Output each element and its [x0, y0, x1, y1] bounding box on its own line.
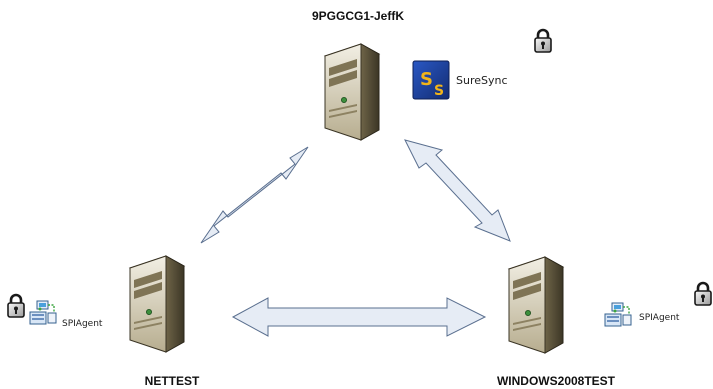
padlock-icon	[693, 281, 713, 307]
agent-label-left: SPIAgent	[62, 319, 103, 329]
server-name-right: WINDOWS2008TEST	[497, 374, 616, 388]
server-tower-icon	[129, 255, 185, 353]
agent-label-right: SPIAgent	[639, 313, 680, 323]
server-tower-icon	[508, 256, 564, 354]
server-tower-icon	[324, 43, 380, 141]
suresync-glyph-small: S	[434, 83, 444, 99]
sync-arrow-top-right	[404, 139, 511, 242]
server-right: WINDOWS2008TEST	[497, 256, 616, 388]
sync-arrow-bottom	[231, 297, 487, 337]
server-name-left: NETTEST	[145, 374, 200, 388]
sync-arrow-top-left	[200, 146, 309, 244]
network-agent-icon	[604, 302, 632, 327]
suresync-glyph-large: S	[420, 69, 433, 90]
padlock-icon	[6, 293, 26, 319]
suresync-logo: S S SureSync	[412, 60, 508, 100]
suresync-icon	[412, 60, 450, 100]
server-name-top: 9PGGCG1-JeffK	[312, 9, 404, 23]
suresync-label: SureSync	[456, 74, 508, 87]
server-top: 9PGGCG1-JeffK	[312, 9, 404, 141]
network-agent-icon	[29, 300, 57, 325]
server-left: NETTEST	[129, 255, 200, 388]
padlock-icon	[533, 28, 553, 54]
